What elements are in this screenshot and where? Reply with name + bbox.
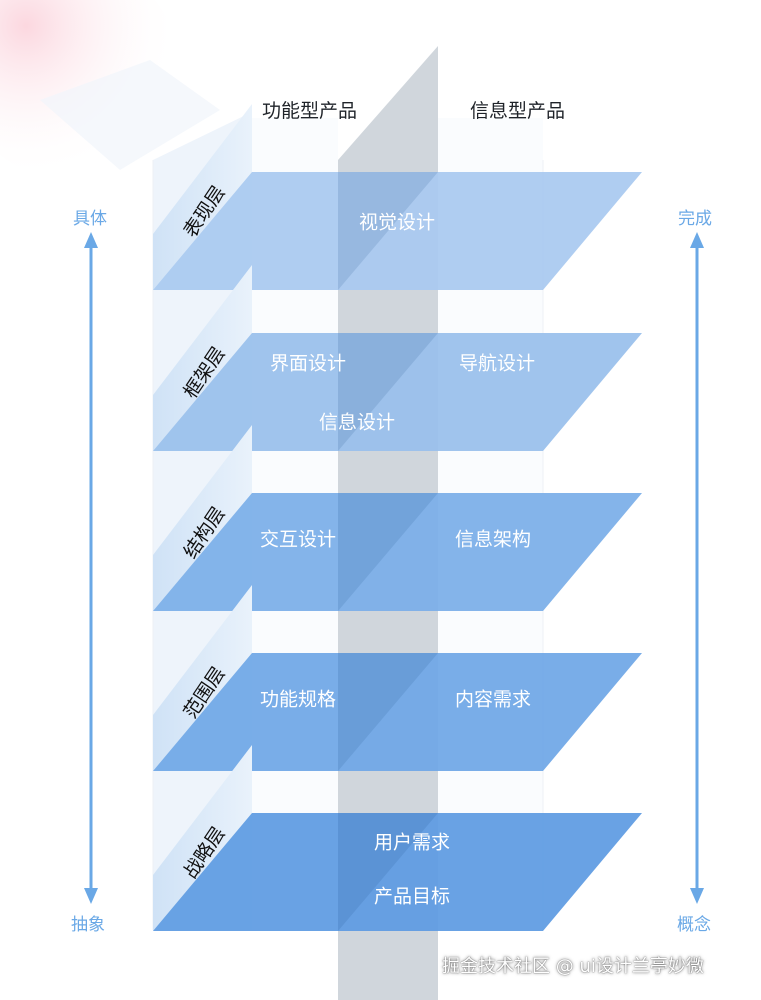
layer-plane xyxy=(153,653,642,771)
watermark: 掘金技术社区 @ ui设计兰亭妙微 xyxy=(442,956,704,977)
right-axis-arrow-down-icon xyxy=(690,888,704,904)
layer-item-label: 交互设计 xyxy=(260,529,336,551)
right-axis-arrow-up-icon xyxy=(690,232,704,248)
layer-side-face xyxy=(153,585,252,771)
layer-side-face xyxy=(153,265,252,451)
layer-item-label: 信息设计 xyxy=(319,412,395,434)
layer-item-label: 导航设计 xyxy=(459,353,535,375)
left-axis xyxy=(84,232,98,904)
layer-divider-overlap xyxy=(338,172,438,290)
left-axis-arrow-down-icon xyxy=(84,888,98,904)
layer-divider-overlap xyxy=(338,493,438,611)
layer-side-face xyxy=(153,745,252,931)
layer-side-face xyxy=(153,425,252,611)
layers: 表现层视觉设计框架层界面设计导航设计信息设计结构层交互设计信息架构范围层功能规格… xyxy=(153,104,642,931)
layer-divider-overlap xyxy=(338,333,438,451)
layer-3: 结构层交互设计信息架构 xyxy=(153,425,642,611)
right-axis xyxy=(690,232,704,904)
layer-side-face xyxy=(153,104,252,290)
layer-item-label: 内容需求 xyxy=(455,689,531,711)
layer-5: 战略层用户需求产品目标 xyxy=(153,745,642,931)
layer-item-label: 界面设计 xyxy=(270,353,346,375)
layer-item-label: 用户需求 xyxy=(374,832,450,854)
layer-item-label: 功能规格 xyxy=(260,689,336,711)
layer-divider-overlap xyxy=(338,653,438,771)
layer-4: 范围层功能规格内容需求 xyxy=(153,585,642,771)
informational-product-heading: 信息型产品 xyxy=(470,100,566,122)
layer-item-label: 信息架构 xyxy=(455,529,531,551)
functional-product-heading: 功能型产品 xyxy=(262,100,358,122)
layer-plane xyxy=(153,172,642,290)
background-shape xyxy=(40,60,220,170)
layer-plane xyxy=(153,333,642,451)
left-axis-top-label: 具体 xyxy=(73,209,107,229)
layer-item-label: 视觉设计 xyxy=(359,212,435,234)
right-axis-bottom-label: 概念 xyxy=(677,915,711,935)
layer-2: 框架层界面设计导航设计信息设计 xyxy=(153,265,642,451)
left-axis-arrow-up-icon xyxy=(84,232,98,248)
layer-1: 表现层视觉设计 xyxy=(153,104,642,290)
right-axis-top-label: 完成 xyxy=(678,209,712,229)
left-axis-bottom-label: 抽象 xyxy=(71,915,105,935)
layer-plane xyxy=(153,493,642,611)
layer-item-label: 产品目标 xyxy=(374,886,450,908)
layer-plane xyxy=(153,813,642,931)
layer-divider-overlap xyxy=(338,813,438,931)
